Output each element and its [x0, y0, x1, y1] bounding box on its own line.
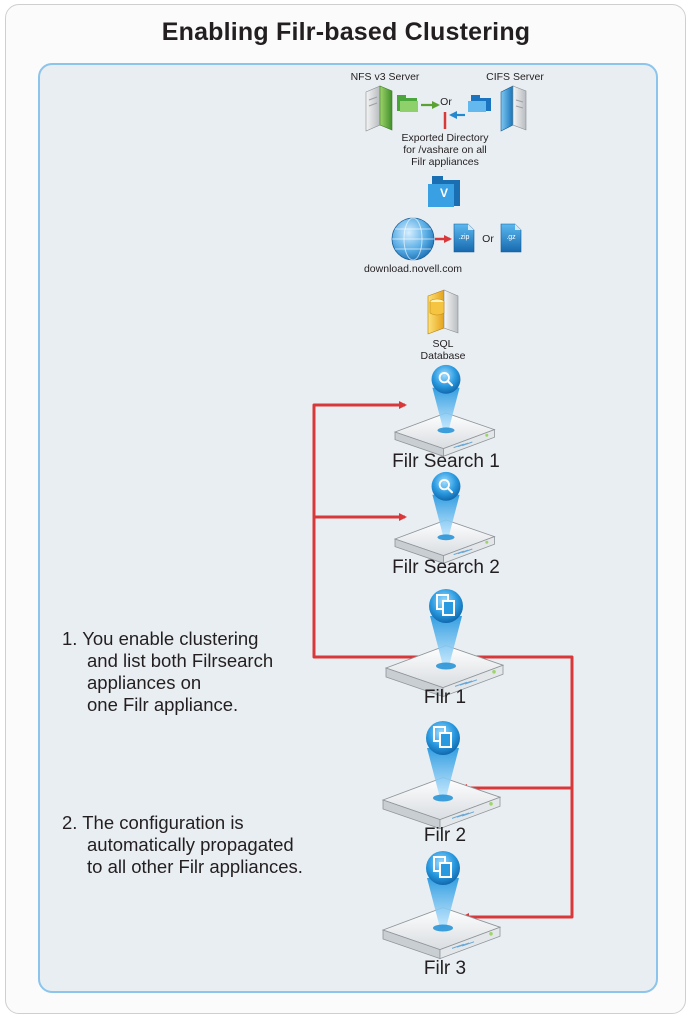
- cluster-connector-lines: [312, 401, 574, 921]
- sql-database-icon: [427, 289, 459, 335]
- step-1-note: 1. You enable clustering and list both F…: [62, 628, 274, 715]
- filr-3-label: Filr 3: [423, 958, 467, 979]
- nfs-folder-icon: [397, 95, 418, 112]
- diagram-title: Enabling Filr-based Clustering: [161, 18, 531, 46]
- vashare-folder-letter: V: [439, 186, 448, 200]
- cifs-folder-icon: [468, 95, 491, 112]
- nfs-server-icon: [365, 85, 393, 132]
- filr-1-appliance-icon: [384, 589, 505, 698]
- exported-directory-label: Exported Directory for /vashare on all F…: [401, 132, 489, 168]
- globe-icon: [391, 217, 435, 261]
- step-2-note: 2. The configuration is automatically pr…: [62, 812, 303, 877]
- or-label-download: Or: [482, 233, 494, 245]
- zip-label: .zip: [458, 234, 470, 241]
- filr-search-2-appliance-icon: [393, 471, 496, 564]
- download-site-label: download.novell.com: [363, 263, 463, 275]
- gz-label: .gz: [506, 234, 516, 241]
- filr-search-2-label: Filr Search 2: [392, 557, 500, 578]
- diagram-panel: [38, 63, 658, 993]
- filr-3-appliance-icon: [381, 851, 502, 960]
- or-label-top: Or: [440, 96, 452, 108]
- filr-1-label: Filr 1: [423, 687, 467, 708]
- filr-search-1-label: Filr Search 1: [392, 451, 500, 472]
- filr-2-appliance-icon: [381, 721, 502, 830]
- cifs-server-label: CIFS Server: [486, 71, 544, 83]
- nfs-server-label: NFS v3 Server: [350, 71, 420, 83]
- cifs-server-icon: [500, 85, 527, 132]
- filr-search-1-appliance-icon: [393, 364, 496, 457]
- gz-file-icon: [500, 223, 522, 253]
- filr-2-label: Filr 2: [423, 825, 467, 846]
- exported-label-bg: [396, 129, 494, 169]
- zip-file-icon: [453, 223, 475, 253]
- sql-label: SQL Database: [420, 338, 466, 362]
- vashare-folder-icon: [428, 176, 460, 207]
